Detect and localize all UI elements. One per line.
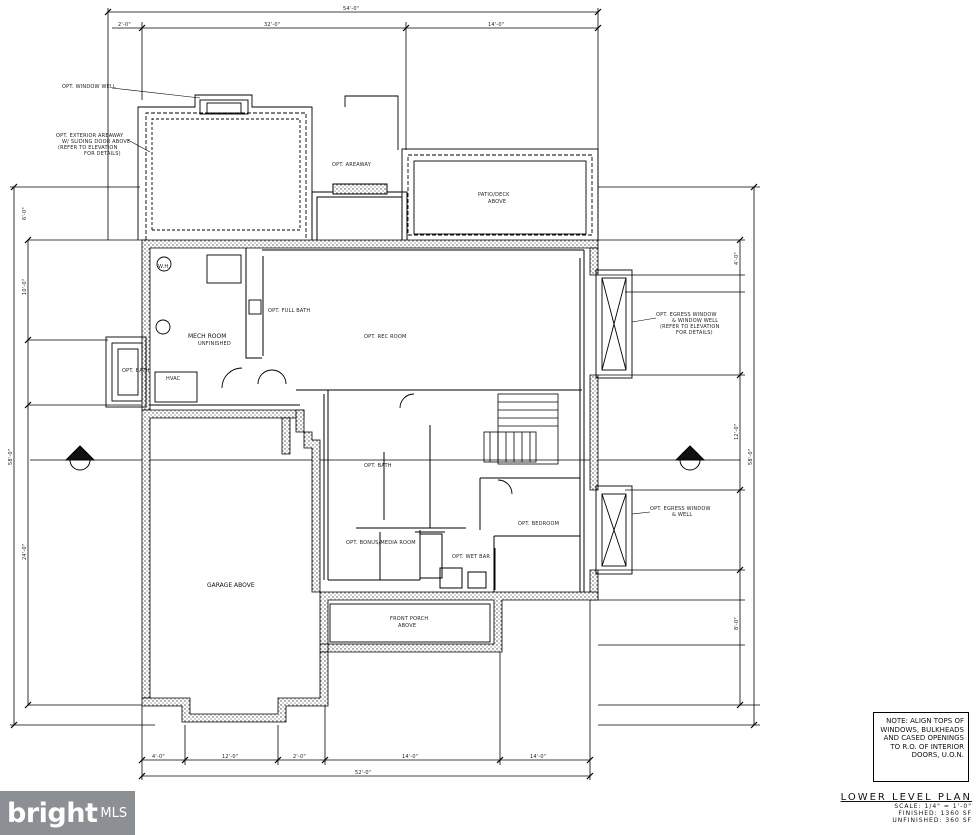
brand-logo-suffix: MLS [100,805,128,821]
dim-right-seg-1: 4'-0" [734,252,740,265]
note-line: TO R.O. OF INTERIOR [890,742,964,751]
room-garage: GARAGE ABOVE [207,582,255,589]
room-mech-room: MECH ROOM [188,333,226,340]
dim-left-overall: 58'-0" [8,449,14,465]
note-egress-b-2: & WELL [672,512,692,518]
plan-note: NOTE: ALIGN TOPS OF WINDOWS, BULKHEADS A… [873,712,969,782]
section-marker-right-icon [674,445,706,471]
stair [483,393,559,465]
note-line: WINDOWS, BULKHEADS [880,725,964,734]
dim-bottom-seg-1: 4'-0" [152,754,165,760]
note-line: NOTE: ALIGN TOPS OF [886,717,964,725]
note-areaway-4: FOR DETAILS) [84,151,121,157]
note-areaway-2: W/ SLIDING DOOR ABOVE [62,139,130,145]
mech-equipment [154,254,513,495]
room-hvac: HVAC [166,376,181,382]
dim-left-seg-2: 10'-0" [22,279,28,295]
dim-right-seg-2: 12'-0" [734,424,740,440]
dim-bottom-seg-4: 14'-0" [402,754,418,760]
note-egress-1: OPT. EGRESS WINDOW [656,312,717,318]
interior-walls [150,248,585,592]
dimension-ticks [10,8,758,780]
dim-bottom-overall: 52'-0" [355,770,371,776]
plan-title: LOWER LEVEL PLAN [840,792,972,803]
front-porch-outline [329,603,491,643]
note-egress-3: (REFER TO ELEVATION [660,324,720,330]
plan-scale: SCALE: 1/4" = 1'-0" [894,803,972,810]
dimension-lines [10,8,760,780]
room-opt-bath-small: OPT. BATH [122,368,150,374]
section-marker-left-icon [64,445,96,471]
leader-lines [111,87,657,515]
room-opt-wet-bar: OPT. WET BAR [452,554,490,560]
note-areaway-1: OPT. EXTERIOR AREAWAY [56,133,124,139]
plan-unfinished-area: UNFINISHED: 360 SF [892,817,972,824]
room-opt-bath: OPT. BATH [364,463,392,469]
room-opt-bonus: OPT. BONUS/MEDIA ROOM [346,540,416,546]
title-block: LOWER LEVEL PLAN SCALE: 1/4" = 1'-0" FIN… [820,792,972,824]
note-line: AND CASED OPENINGS [883,734,964,742]
dim-left-seg-3: 24'-0" [22,544,28,560]
room-opt-rec: OPT. REC ROOM [364,334,407,340]
dim-left-seg-1: 6'-0" [22,207,28,220]
brand-logo: bright MLS [0,791,135,835]
areaway-stair [311,183,408,243]
window-wells [105,269,633,575]
room-patio: PATIO/DECK [478,192,510,198]
room-opt-bedroom: OPT. BEDROOM [518,521,559,527]
room-patio-sub: ABOVE [488,199,506,205]
note-areaway-3: (REFER TO ELEVATION [58,145,118,151]
dim-right-seg-3: 8'-0" [734,617,740,630]
dim-bottom-seg-2: 12'-0" [222,754,238,760]
note-egress-4: FOR DETAILS) [676,330,713,336]
dim-bottom-seg-5: 14'-0" [530,754,546,760]
room-front-porch: FRONT PORCH [390,616,428,622]
room-wh: W.H. [158,264,170,270]
dim-top-overall: 54'-0" [343,6,359,12]
rear-areaway-outline [137,94,399,240]
brand-logo-text: bright [7,797,98,829]
room-mech-room-sub: UNFINISHED [198,341,231,347]
note-line: DOORS, U.O.N. [911,751,964,759]
room-front-porch-sub: ABOVE [398,623,416,629]
room-opt-areaway: OPT. AREAWAY [332,162,372,168]
dim-top-seg-2: 32'-0" [264,22,280,28]
foundation-walls [141,239,599,723]
dim-right-overall: 58'-0" [748,449,754,465]
dim-top-seg-1: 2'-0" [118,22,131,28]
dim-top-seg-3: 14'-0" [488,22,504,28]
note-opt-window-well: OPT. WINDOW WELL [62,84,116,90]
room-opt-full-bath: OPT. FULL BATH [268,308,310,314]
note-egress-2: & WINDOW WELL [672,318,718,324]
dim-bottom-seg-3: 2'-0" [293,754,306,760]
plan-finished-area: FINISHED: 1360 SF [898,810,972,817]
note-egress-b-1: OPT. EGRESS WINDOW [650,506,711,512]
